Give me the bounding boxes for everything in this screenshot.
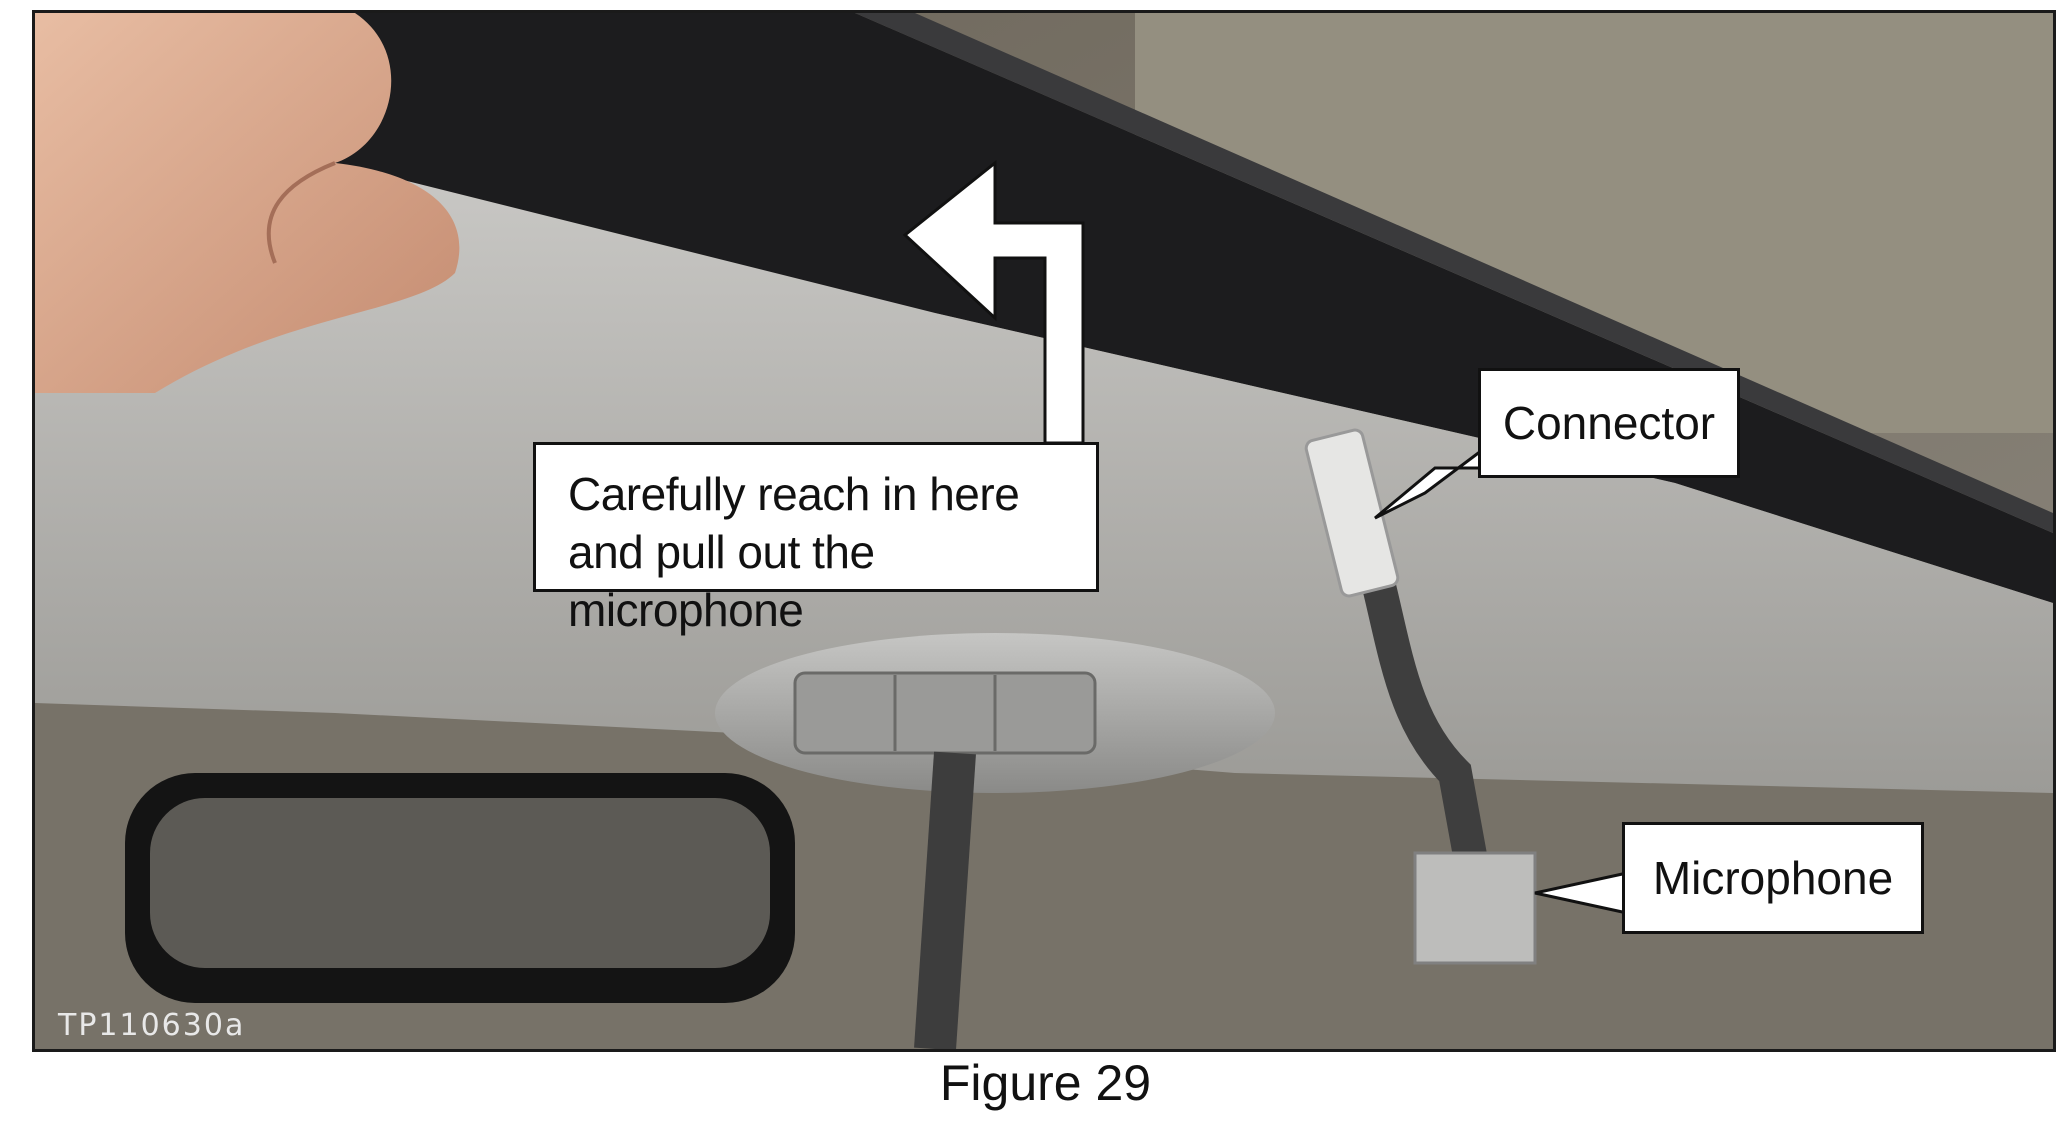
- callout-reach-in: Carefully reach in here and pull out the…: [533, 442, 1099, 636]
- trim-bar-highlight: [855, 13, 2053, 533]
- callout-microphone: Microphone: [1622, 822, 1924, 934]
- microphone-part: [1413, 851, 1537, 965]
- connector-part: [1304, 428, 1400, 598]
- hand: [35, 13, 460, 393]
- arrow-icon: [902, 159, 1085, 445]
- console-buttons: [793, 671, 1097, 755]
- figure-caption: Figure 29: [939, 1055, 1152, 1111]
- callout-connector: Connector: [1478, 368, 1740, 478]
- photo-id: TP110630a: [58, 1008, 246, 1043]
